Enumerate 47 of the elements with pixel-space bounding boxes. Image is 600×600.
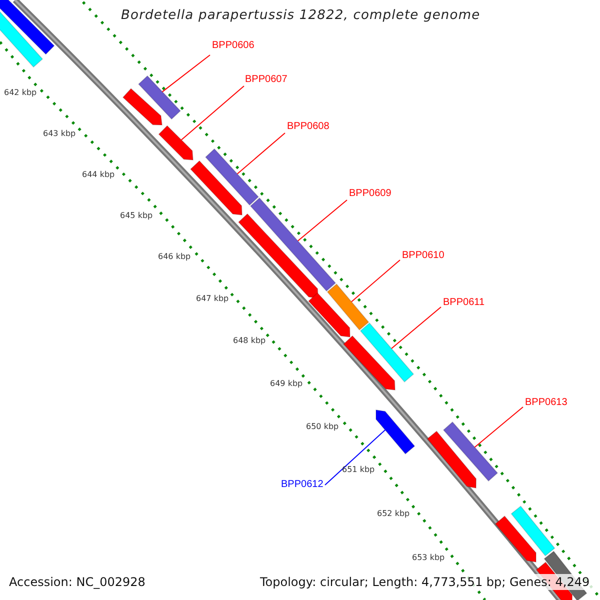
gene-block xyxy=(122,88,163,126)
scale-label: 651 kbp xyxy=(342,465,375,475)
leader-line xyxy=(474,406,524,448)
gene-block xyxy=(250,197,336,292)
gene-label: BPP0610 xyxy=(402,250,444,262)
gene-block xyxy=(342,335,396,391)
gene-label: BPP0607 xyxy=(245,74,288,86)
gene-block xyxy=(442,421,498,482)
scale-label: 645 kbp xyxy=(120,211,153,221)
gene-label: BPP0613 xyxy=(525,397,568,409)
gene-block xyxy=(376,409,416,455)
gene-block xyxy=(158,125,194,161)
gene-label: BPP0606 xyxy=(212,40,254,52)
scale-label: 644 kbp xyxy=(82,170,115,180)
gene-block xyxy=(426,430,477,489)
gene-block xyxy=(204,148,260,206)
gene-block xyxy=(0,0,55,55)
gene-block xyxy=(190,160,243,216)
leader-line xyxy=(236,132,286,174)
gene-label: BPP0611 xyxy=(443,297,485,309)
gene-block xyxy=(326,283,370,331)
scale-label: 643 kbp xyxy=(43,129,76,139)
scale-label: 648 kbp xyxy=(233,336,266,346)
leader-line xyxy=(162,54,210,92)
scale-label: 646 kbp xyxy=(158,252,191,262)
accession-text: Accession: NC_002928 xyxy=(9,574,146,590)
gene-label: BPP0608 xyxy=(287,121,330,133)
scale-label: 650 kbp xyxy=(306,422,339,432)
leader-line xyxy=(351,260,400,302)
gene-block xyxy=(510,506,556,556)
gene-block xyxy=(238,213,319,299)
scale-label: 647 kbp xyxy=(196,294,229,304)
scale-label: 642 kbp xyxy=(4,88,37,98)
gene-block xyxy=(308,292,351,338)
scale-label: 649 kbp xyxy=(270,379,303,389)
gene-block xyxy=(494,515,536,563)
scale-label: 653 kbp xyxy=(412,553,445,563)
gene-block xyxy=(360,322,414,383)
diagram-title: Bordetella parapertussis 12822, complete genome xyxy=(121,8,480,23)
leader-line xyxy=(391,306,442,349)
leader-line xyxy=(180,86,244,140)
gene-block xyxy=(138,75,182,120)
gene-label: BPP0609 xyxy=(349,188,392,200)
scale-label: 652 kbp xyxy=(377,509,410,519)
gene-label: BPP0612 xyxy=(281,479,324,491)
leader-line xyxy=(324,430,386,486)
leader-line xyxy=(297,200,348,242)
